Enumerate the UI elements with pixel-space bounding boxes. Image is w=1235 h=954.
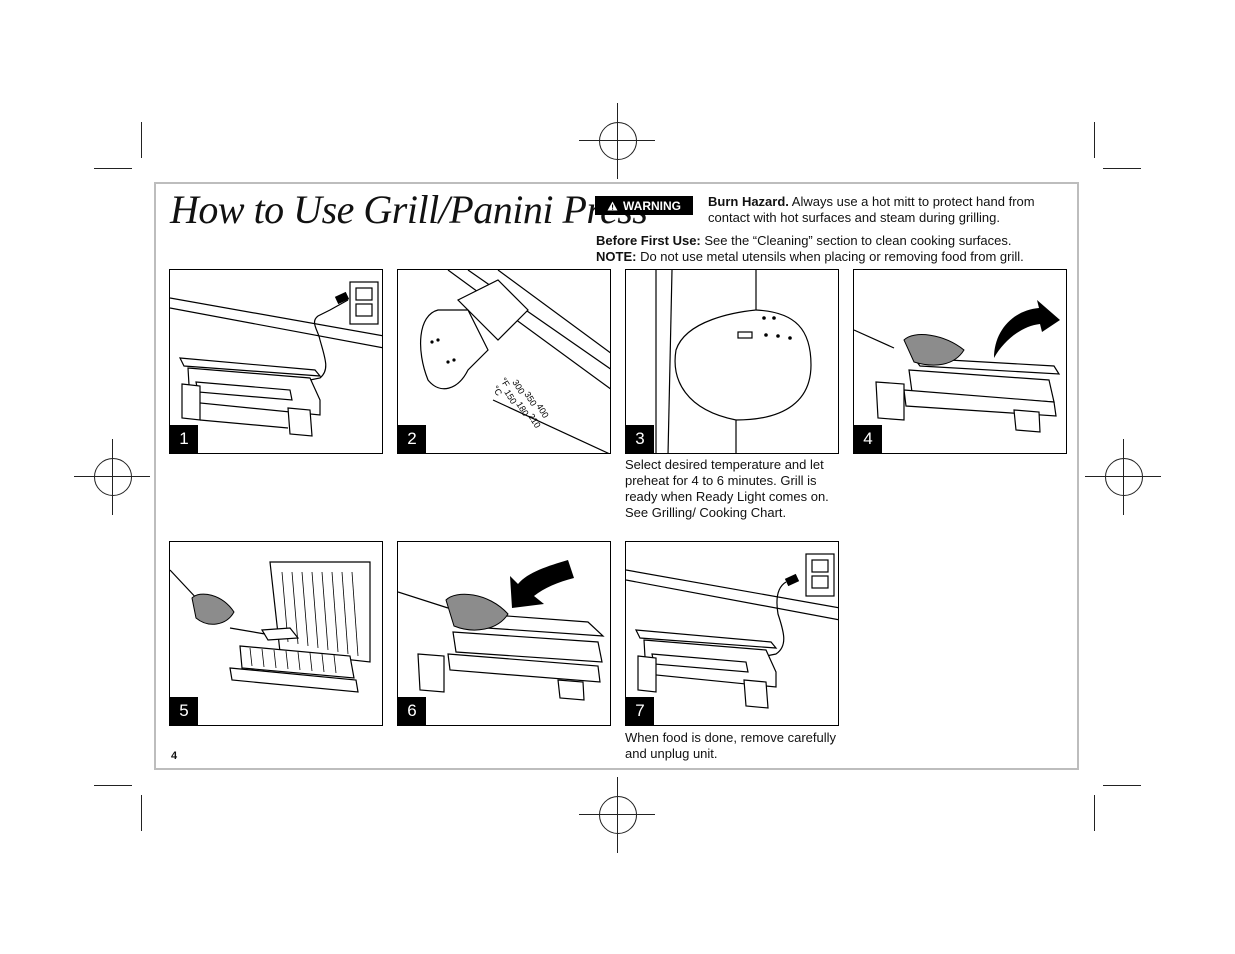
- ready-light-illustration: [655, 270, 812, 453]
- first-use-note: Before First Use: See the “Cleaning” sec…: [596, 233, 1024, 249]
- crop-mark: [94, 168, 132, 169]
- step-panel-3: 3: [625, 269, 839, 454]
- crop-mark: [1094, 122, 1095, 158]
- utensil-note: NOTE: Do not use metal utensils when pla…: [596, 249, 1024, 265]
- crop-mark: [1094, 795, 1095, 831]
- oven-mitt: [445, 593, 509, 631]
- first-use-text: See the “Cleaning” section to clean cook…: [700, 233, 1012, 248]
- warning-body: Always use a hot mitt to protect hand fr…: [708, 194, 1035, 225]
- warning-lead: Burn Hazard.: [708, 194, 789, 209]
- step3-caption: Select desired temperature and let prehe…: [625, 457, 829, 520]
- step-panel-5: 5: [169, 541, 383, 726]
- step-number: 6: [398, 697, 426, 725]
- close-lid-illustration: [398, 560, 605, 701]
- page-frame: [154, 182, 1079, 770]
- warning-text: Burn Hazard. Always use a hot mitt to pr…: [708, 194, 1073, 226]
- step-number: 7: [626, 697, 654, 725]
- warning-badge-label: WARNING: [623, 198, 681, 213]
- page-number: 4: [171, 750, 178, 762]
- plug-into-outlet-illustration: [170, 281, 382, 437]
- warning-triangle-icon: [607, 201, 618, 210]
- step-number: 2: [398, 425, 426, 453]
- step-panel-2: °F °C 300 350 400 150 180 210 2: [397, 269, 611, 454]
- unplug-illustration: [626, 553, 838, 709]
- step-number: 5: [170, 697, 198, 725]
- crop-mark: [1103, 785, 1141, 786]
- step-panel-4: 4: [853, 269, 1067, 454]
- step-panel-7: 7: [625, 541, 839, 726]
- warning-badge: WARNING: [595, 196, 693, 215]
- step7-caption: When food is done, remove carefully and …: [625, 730, 836, 761]
- place-sandwich-illustration: [170, 561, 371, 693]
- crop-mark: [94, 785, 132, 786]
- crop-mark: [141, 122, 142, 158]
- note-label: NOTE:: [596, 249, 637, 264]
- oven-mitt: [191, 593, 235, 625]
- crop-mark: [141, 795, 142, 831]
- page-title: How to Use Grill/Panini Press: [170, 187, 648, 232]
- step-number: 4: [854, 425, 882, 453]
- first-use-label: Before First Use:: [596, 233, 701, 248]
- step-number: 3: [626, 425, 654, 453]
- step-panel-1: 1: [169, 269, 383, 454]
- crop-mark: [1103, 168, 1141, 169]
- temperature-dial-illustration: °F °C 300 350 400 150 180 210: [419, 270, 610, 453]
- oven-mitt: [903, 334, 965, 366]
- step-number: 1: [170, 425, 198, 453]
- note-text: Do not use metal utensils when placing o…: [636, 249, 1024, 264]
- open-lid-illustration: [854, 300, 1061, 433]
- step-panel-6: 6: [397, 541, 611, 726]
- notes-block: Before First Use: See the “Cleaning” sec…: [596, 233, 1024, 265]
